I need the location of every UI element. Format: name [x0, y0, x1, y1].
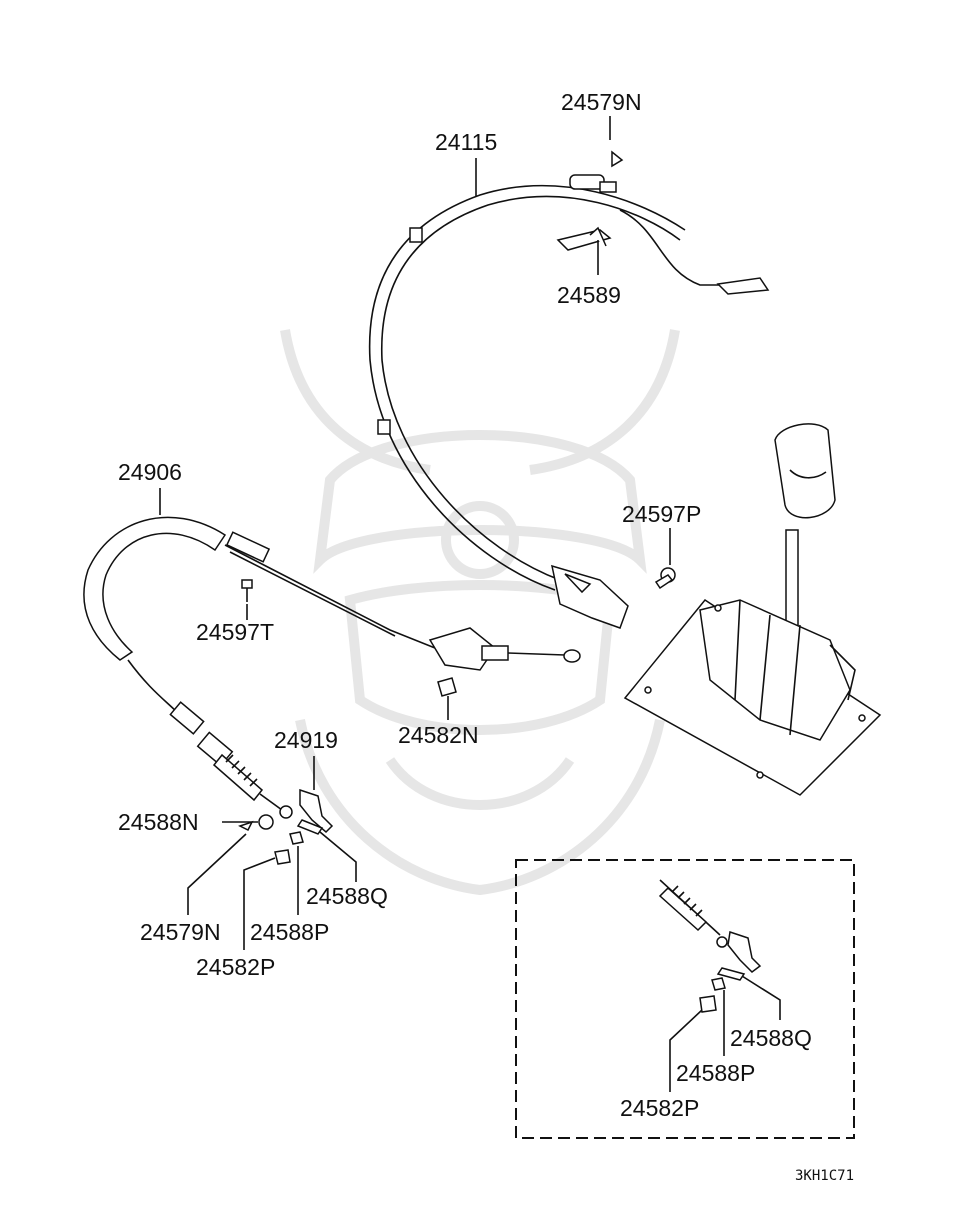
label-24588P: 24588P — [250, 919, 329, 945]
label-24597T: 24597T — [196, 619, 274, 645]
label-24588Q: 24588Q — [306, 883, 388, 909]
small-parts — [238, 567, 676, 865]
nut-24582N — [437, 677, 457, 697]
nut-24582P — [274, 849, 291, 865]
detail-label-24588P: 24588P — [676, 1060, 755, 1086]
shift-lever-assembly — [623, 423, 882, 796]
pin-24588Q — [296, 819, 324, 835]
label-24115: 24115 — [435, 129, 497, 155]
shift-cable-24115 — [368, 150, 770, 629]
label-24906: 24906 — [118, 459, 182, 485]
bushing-24588P — [289, 831, 304, 845]
washer-24588N — [258, 814, 274, 830]
leader-lines — [159, 116, 671, 950]
diagram-code: 3KH1C71 — [795, 1168, 854, 1184]
select-cable-24906 — [83, 516, 581, 834]
detail-label-24582P: 24582P — [620, 1095, 699, 1121]
label-24582N: 24582N — [398, 722, 479, 748]
label-24588N: 24588N — [118, 809, 199, 835]
watermark-emblem — [280, 329, 680, 896]
label-24919: 24919 — [274, 727, 338, 753]
bolt-24597T — [241, 579, 253, 589]
clip-24579N — [238, 820, 254, 832]
label-24579N-bottom: 24579N — [140, 919, 221, 945]
detail-label-24588Q: 24588Q — [730, 1025, 812, 1051]
detail-box — [515, 859, 855, 1139]
label-24579N-top: 24579N — [561, 89, 642, 115]
label-24589: 24589 — [557, 282, 621, 308]
label-24582P: 24582P — [196, 954, 275, 980]
label-24597P: 24597P — [622, 501, 701, 527]
